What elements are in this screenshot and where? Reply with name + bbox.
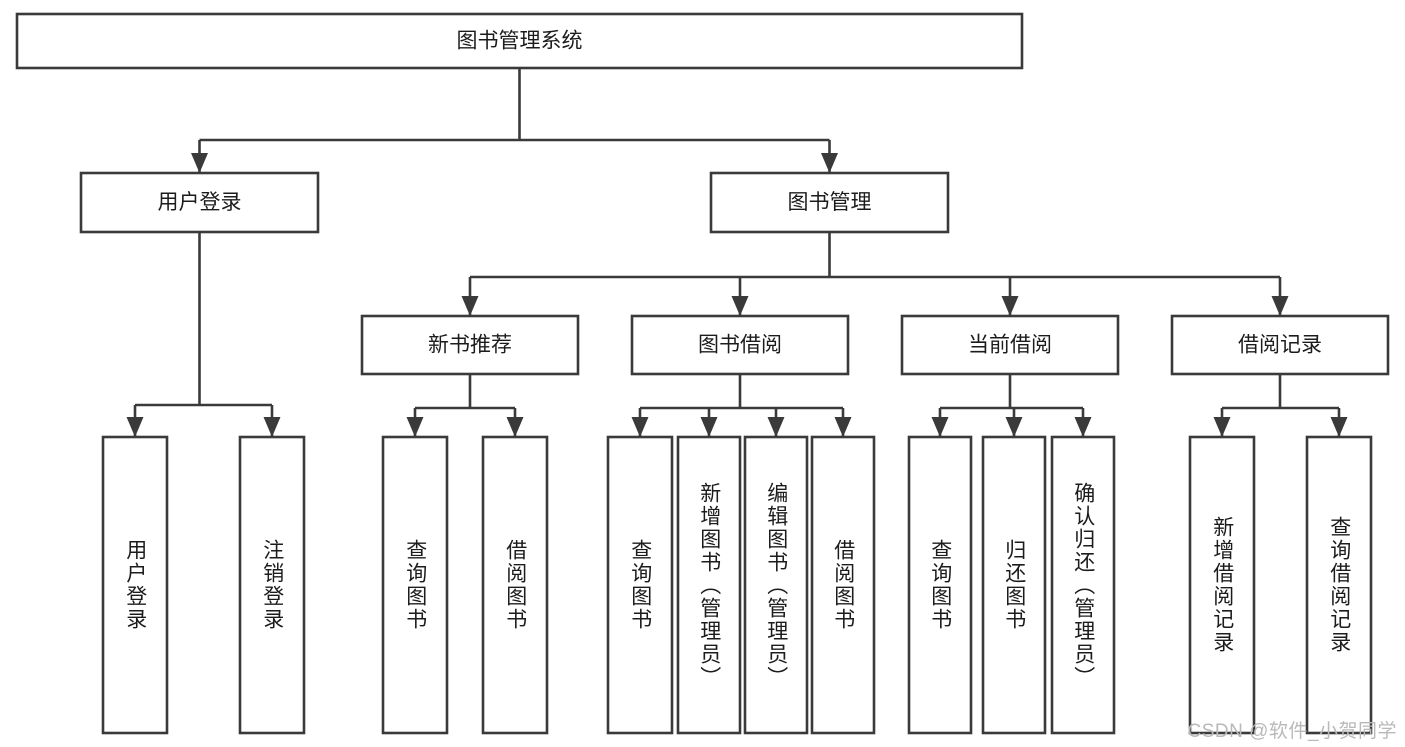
leaf-node-l-user-login[interactable] <box>101 435 169 735</box>
leaf-node-l-borrow-book-bw[interactable] <box>810 435 876 735</box>
watermark-text: CSDN @软件_小贺同学 <box>1187 721 1397 742</box>
leaf-node-l-confirm-return[interactable] <box>1050 435 1116 735</box>
node-user-login-label: 用户登录 <box>158 191 242 214</box>
leaf-node-l-borrow-book-rec[interactable] <box>481 435 549 735</box>
leaf-node-l-add-book[interactable] <box>676 435 742 735</box>
node-current-borrow[interactable]: 当前借阅 <box>900 314 1120 376</box>
leaf-node-l-query-record[interactable] <box>1305 435 1373 735</box>
leaf-node-l-logout[interactable] <box>238 435 306 735</box>
leaf-node-l-edit-book[interactable] <box>743 435 809 735</box>
node-root[interactable]: 图书管理系统 <box>15 12 1024 70</box>
node-book-borrow-label: 图书借阅 <box>698 334 782 357</box>
leaf-node-l-query-book-bw[interactable] <box>606 435 674 735</box>
leaf-node-l-query-book-cb[interactable] <box>907 435 973 735</box>
node-current-borrow-label: 当前借阅 <box>968 334 1052 357</box>
node-new-book-rec-label: 新书推荐 <box>428 334 512 357</box>
leaf-node-l-add-record[interactable] <box>1188 435 1256 735</box>
node-new-book-rec[interactable]: 新书推荐 <box>360 314 580 376</box>
node-borrow-record-label: 借阅记录 <box>1238 334 1322 357</box>
leaf-node-l-return-book[interactable] <box>981 435 1047 735</box>
node-book-manage-label: 图书管理 <box>788 191 872 214</box>
node-borrow-record[interactable]: 借阅记录 <box>1170 314 1390 376</box>
leaf-node-l-query-book-rec[interactable] <box>381 435 449 735</box>
node-user-login[interactable]: 用户登录 <box>79 171 320 234</box>
node-book-borrow[interactable]: 图书借阅 <box>630 314 850 376</box>
node-book-manage[interactable]: 图书管理 <box>709 171 950 234</box>
node-root-label: 图书管理系统 <box>457 30 583 53</box>
edges-layer <box>126 68 1348 437</box>
